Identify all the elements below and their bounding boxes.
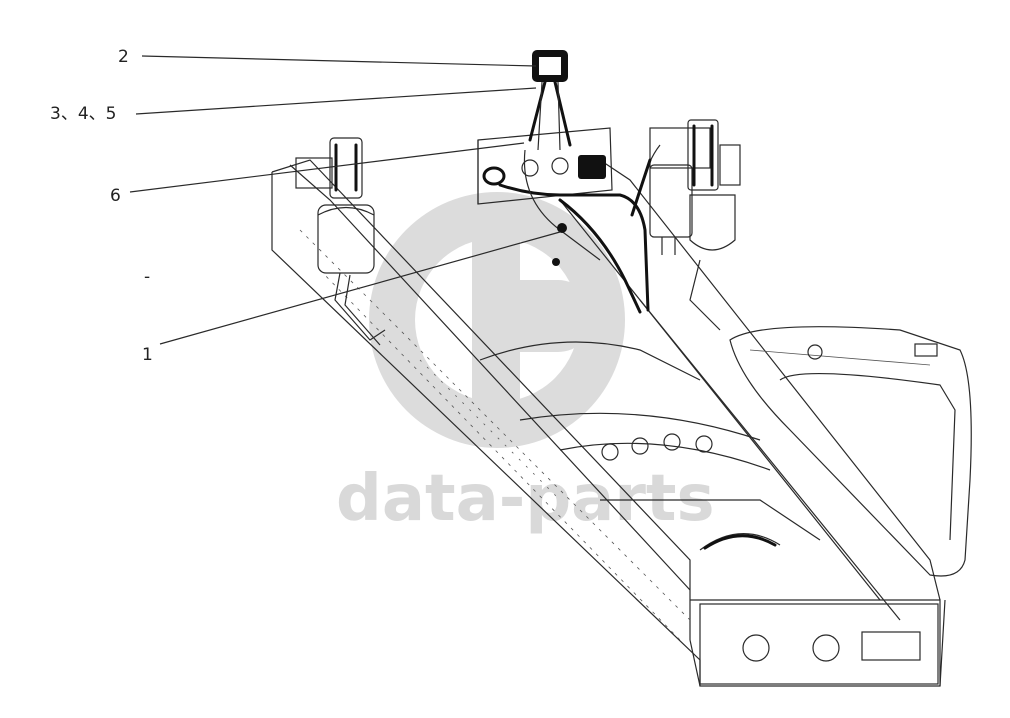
- leader-line-1: [159, 231, 561, 345]
- display-unit: [528, 50, 572, 151]
- watermark-logo: [369, 192, 625, 448]
- stray-mark: -: [144, 267, 150, 287]
- callout-3-4-5: 3、4、5: [50, 104, 116, 124]
- callout-2: 2: [118, 47, 129, 67]
- leader-lines: [129, 55, 561, 345]
- harness-bracket: [477, 127, 613, 205]
- leader-line-345: [135, 87, 537, 115]
- callout-1: 1: [142, 345, 153, 365]
- leader-line-2: [141, 55, 537, 67]
- leader-line-6: [129, 142, 525, 193]
- chassis-frame: [271, 159, 946, 687]
- left-filter-assembly: [295, 137, 386, 346]
- right-filter-assembly: [649, 119, 741, 331]
- watermark-text: data-parts: [336, 462, 715, 536]
- fuel-tank: [729, 326, 972, 577]
- wiring-harness: [498, 144, 661, 314]
- callout-6: 6: [110, 186, 121, 206]
